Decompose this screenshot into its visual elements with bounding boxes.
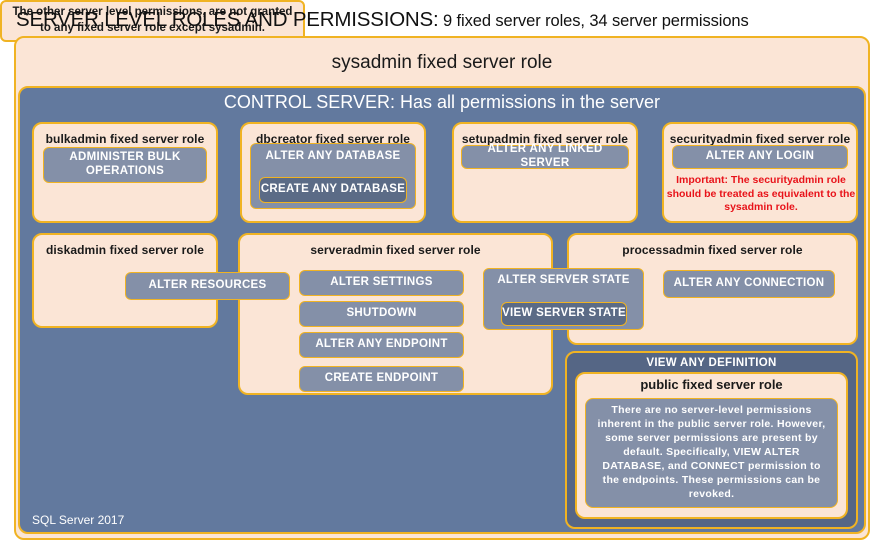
role-label-securityadmin: securityadmin fixed server role bbox=[669, 132, 851, 146]
role-label-bulkadmin: bulkadmin fixed server role bbox=[45, 132, 205, 146]
securityadmin-important-note: Important: The securityadmin role should… bbox=[666, 174, 856, 214]
role-box-securityadmin: securityadmin fixed server role bbox=[662, 122, 858, 223]
permission-view-any-definition-label: VIEW ANY DEFINITION bbox=[646, 357, 777, 369]
role-label-setupadmin: setupadmin fixed server role bbox=[461, 132, 629, 146]
permission-alter-any-login: ALTER ANY LOGIN bbox=[672, 145, 848, 169]
permission-create-endpoint: CREATE ENDPOINT bbox=[299, 366, 464, 392]
sysadmin-role-label: sysadmin fixed server role bbox=[331, 52, 553, 73]
role-label-processadmin: processadmin fixed server role bbox=[622, 243, 803, 257]
permission-alter-any-endpoint: ALTER ANY ENDPOINT bbox=[299, 332, 464, 358]
permission-alter-resources: ALTER RESOURCES bbox=[125, 272, 290, 300]
page-title-sub: 9 fixed server roles, 34 server permissi… bbox=[438, 12, 749, 30]
page-title: SERVER LEVEL ROLES AND PERMISSIONS: 9 fi… bbox=[16, 8, 876, 36]
permission-alter-any-linked-server: ALTER ANY LINKED SERVER bbox=[461, 143, 629, 169]
role-label-public: public fixed server role bbox=[640, 377, 783, 392]
footer-version-label: SQL Server 2017 bbox=[32, 513, 125, 527]
control-server-label: CONTROL SERVER: Has all permissions in t… bbox=[223, 92, 661, 112]
permission-alter-settings: ALTER SETTINGS bbox=[299, 270, 464, 296]
role-label-diskadmin: diskadmin fixed server role bbox=[45, 243, 205, 257]
role-box-setupadmin: setupadmin fixed server role bbox=[452, 122, 638, 223]
other-permissions-note: The other server level permissions, are … bbox=[0, 0, 305, 42]
permission-create-any-database: CREATE ANY DATABASE bbox=[259, 177, 407, 203]
permission-administer-bulk-operations: ADMINISTER BULK OPERATIONS bbox=[43, 147, 207, 183]
permission-alter-any-connection: ALTER ANY CONNECTION bbox=[663, 270, 835, 298]
page-title-main: SERVER LEVEL ROLES AND PERMISSIONS: bbox=[16, 8, 439, 31]
permission-view-server-state: VIEW SERVER STATE bbox=[501, 302, 627, 326]
role-label-dbcreator: dbcreator fixed server role bbox=[255, 132, 411, 146]
permission-shutdown: SHUTDOWN bbox=[299, 301, 464, 327]
role-label-serveradmin: serveradmin fixed server role bbox=[310, 243, 481, 257]
public-role-note: There are no server-level permissions in… bbox=[585, 398, 838, 508]
